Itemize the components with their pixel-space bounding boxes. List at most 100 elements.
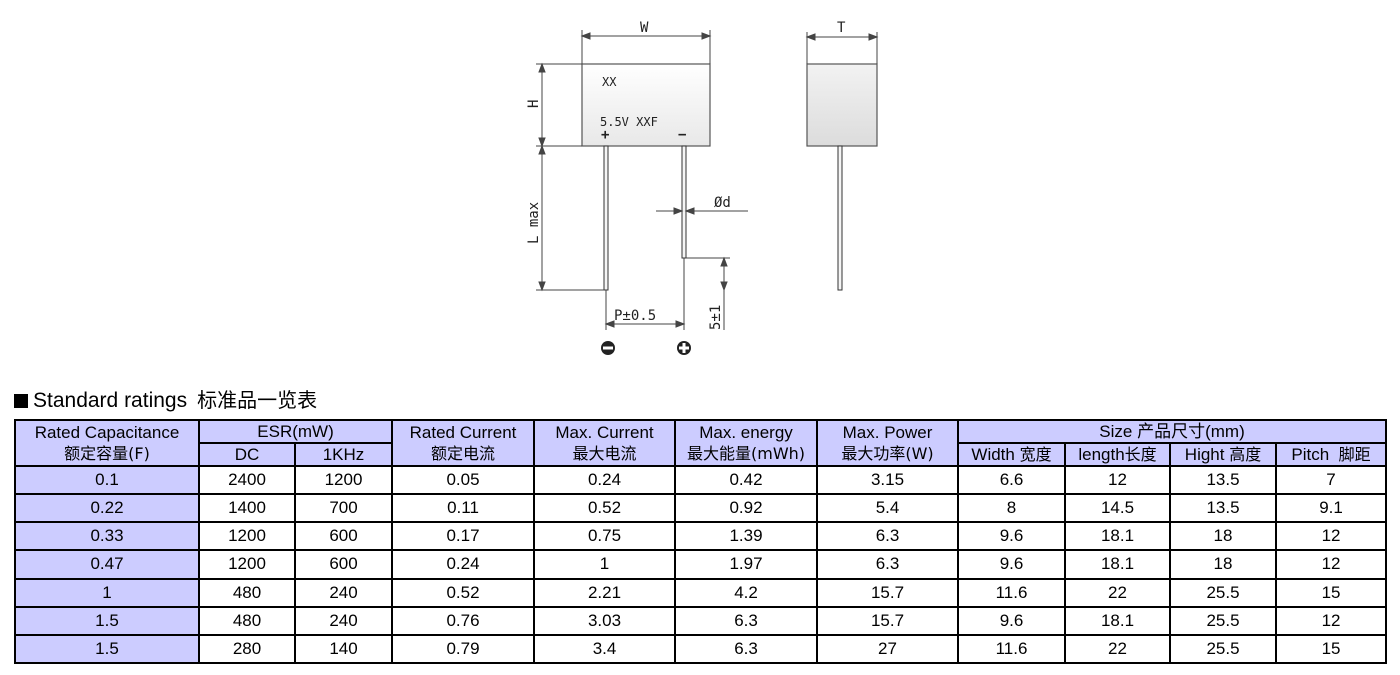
minus-sign: − — [678, 127, 686, 143]
capacitor-front-view: XX 5.5V XXF + − — [581, 63, 711, 291]
header-rated-current: Rated Current 额定电流 — [391, 419, 536, 467]
cell-max-power: 15.7 — [816, 605, 960, 636]
dim-h-label: H — [526, 100, 542, 108]
cell-capacitance: 0.22 — [14, 493, 200, 524]
header-max-power: Max. Power 最大功率(W) — [816, 419, 960, 467]
cell-max-current: 2.21 — [533, 577, 677, 608]
cell-length: 22 — [1064, 633, 1172, 665]
cell-esr-dc: 1400 — [198, 493, 296, 524]
header-max-energy: Max. energy 最大能量(mWh) — [674, 419, 819, 467]
dim-w-label: W — [640, 20, 649, 36]
cell-rated-current: 0.17 — [391, 521, 536, 552]
header-max-energy-en: Max. energy — [699, 423, 793, 442]
cell-pitch: 7 — [1275, 464, 1388, 496]
capacitor-body — [581, 63, 711, 147]
cell-capacitance: 0.47 — [14, 549, 200, 580]
header-max-current-en: Max. Current — [555, 423, 654, 442]
header-hight-en: Hight — [1184, 445, 1225, 464]
table-row: 1.5 480 240 0.76 3.03 6.3 15.7 9.6 18.1 … — [14, 605, 1388, 636]
cell-pitch: 9.1 — [1275, 493, 1388, 524]
cell-esr-dc: 2400 — [198, 464, 296, 496]
dimension-drawing: XX 5.5V XXF + − W H L max Ød — [526, 20, 879, 355]
height-dimension — [536, 62, 604, 292]
left-lead — [603, 145, 609, 291]
cell-hight: 25.5 — [1169, 577, 1278, 608]
header-hight: Hight 高度 — [1169, 442, 1278, 467]
cell-esr-1khz: 600 — [293, 521, 394, 552]
header-capacitance: Rated Capacitance 额定容量(F) — [14, 419, 200, 467]
cell-max-energy: 1.97 — [674, 549, 819, 580]
header-capacitance-cn: 额定容量(F) — [64, 444, 150, 463]
cell-width: 11.6 — [957, 633, 1067, 665]
table-row: 0.33 1200 600 0.17 0.75 1.39 6.3 9.6 18.… — [14, 521, 1388, 552]
cell-esr-1khz: 240 — [293, 605, 394, 636]
header-width-en: Width — [971, 445, 1015, 464]
table-row: 1.5 280 140 0.79 3.4 6.3 27 11.6 22 25.5… — [14, 633, 1388, 665]
cell-hight: 25.5 — [1169, 633, 1278, 665]
lead-offset-dimension — [686, 256, 730, 330]
cell-hight: 13.5 — [1169, 464, 1278, 496]
cell-esr-1khz: 700 — [293, 493, 394, 524]
cell-width: 11.6 — [957, 577, 1067, 608]
plus-polarity-icon — [677, 341, 691, 355]
header-length-cn: 长度 — [1124, 445, 1157, 464]
cell-width: 9.6 — [957, 521, 1067, 552]
cell-max-power: 3.15 — [816, 464, 960, 496]
table-row: 1 480 240 0.52 2.21 4.2 15.7 11.6 22 25.… — [14, 577, 1388, 608]
heading-title-cn: 标准品一览表 — [197, 388, 318, 412]
cell-max-current: 3.03 — [533, 605, 677, 636]
cell-esr-dc: 1200 — [198, 521, 296, 552]
cell-esr-1khz: 140 — [293, 633, 394, 665]
header-length-en: length — [1078, 445, 1125, 464]
cell-esr-dc: 280 — [198, 633, 296, 665]
header-esr-dc: DC — [198, 442, 296, 467]
cell-hight: 13.5 — [1169, 493, 1278, 524]
header-rated-current-en: Rated Current — [409, 423, 517, 442]
cell-max-energy: 1.39 — [674, 521, 819, 552]
plus-sign: + — [601, 127, 609, 143]
cell-length: 22 — [1064, 577, 1172, 608]
cell-width: 9.6 — [957, 549, 1067, 580]
header-capacitance-en: Rated Capacitance — [34, 423, 180, 442]
cell-max-energy: 4.2 — [674, 577, 819, 608]
cell-length: 14.5 — [1064, 493, 1172, 524]
cell-max-current: 0.52 — [533, 493, 677, 524]
table-row: 0.47 1200 600 0.24 1 1.97 6.3 9.6 18.1 1… — [14, 549, 1388, 580]
cell-pitch: 12 — [1275, 549, 1388, 580]
cell-pitch: 15 — [1275, 633, 1388, 665]
cell-max-power: 15.7 — [816, 577, 960, 608]
header-length: length长度 — [1064, 442, 1172, 467]
cell-max-current: 1 — [533, 549, 677, 580]
cell-max-energy: 0.92 — [674, 493, 819, 524]
dim-t-label: T — [837, 20, 846, 36]
cell-pitch: 15 — [1275, 577, 1388, 608]
cell-capacitance: 1.5 — [14, 633, 200, 665]
header-max-power-en: Max. Power — [842, 423, 933, 442]
cell-capacitance: 1.5 — [14, 605, 200, 636]
cell-esr-1khz: 1200 — [293, 464, 394, 496]
cell-esr-dc: 480 — [198, 605, 296, 636]
header-pitch: Pitch 脚距 — [1275, 442, 1388, 467]
cell-max-current: 3.4 — [533, 633, 677, 665]
cell-max-power: 27 — [816, 633, 960, 665]
cell-esr-dc: 1200 — [198, 549, 296, 580]
header-pitch-en: Pitch — [1291, 445, 1330, 464]
cell-length: 18.1 — [1064, 521, 1172, 552]
cell-width: 9.6 — [957, 605, 1067, 636]
cell-max-current: 0.75 — [533, 521, 677, 552]
marking-line2: 5.5V XXF — [600, 115, 658, 129]
cell-width: 8 — [957, 493, 1067, 524]
right-lead — [681, 145, 687, 259]
cell-rated-current: 0.24 — [391, 549, 536, 580]
thickness-dimension — [805, 32, 879, 64]
marking-line1: XX — [602, 75, 617, 89]
cell-width: 6.6 — [957, 464, 1067, 496]
minus-polarity-icon — [601, 341, 615, 355]
header-max-power-cn: 最大功率(W) — [841, 444, 934, 463]
cell-esr-1khz: 600 — [293, 549, 394, 580]
pitch-dimension — [604, 258, 686, 330]
cell-esr-dc: 480 — [198, 577, 296, 608]
header-esr: ESR(mW) — [197, 419, 394, 444]
header-hight-cn: 高度 — [1229, 445, 1262, 464]
